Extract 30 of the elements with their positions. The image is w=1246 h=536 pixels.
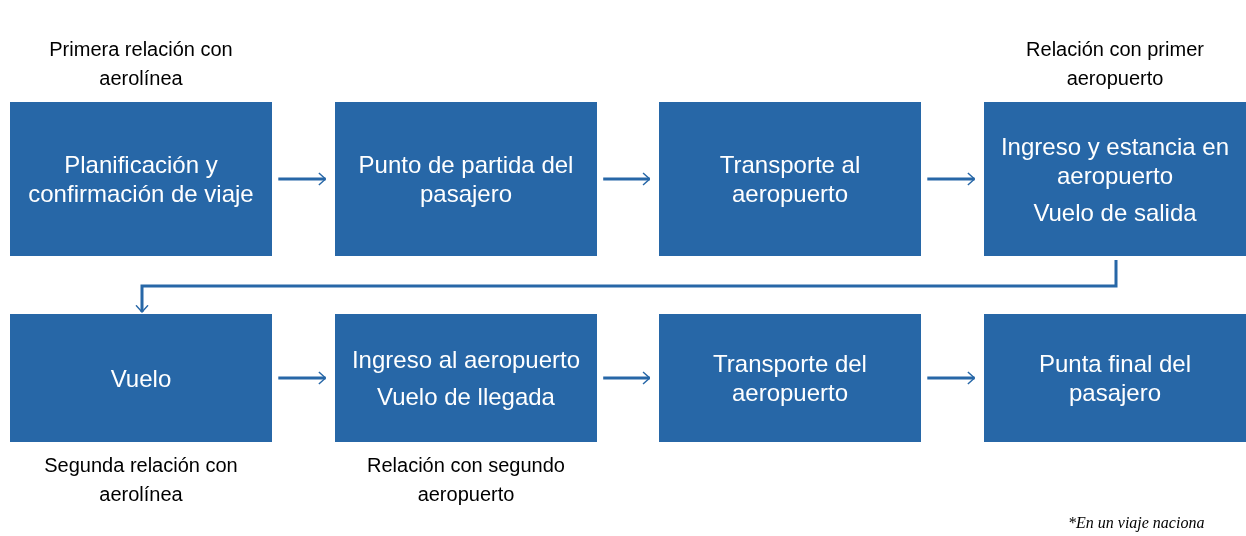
process-box bbox=[335, 314, 597, 442]
box-text: Transporte al aeropuerto bbox=[718, 150, 862, 208]
box-text: Vuelo de salida bbox=[1033, 197, 1197, 227]
annotation-text: Segunda relación con aerolínea bbox=[43, 453, 239, 507]
arrow bbox=[278, 371, 327, 385]
annotation-text: Relación con segundo aeropuerto bbox=[366, 453, 566, 507]
arrow bbox=[927, 371, 976, 385]
arrow bbox=[603, 371, 651, 385]
process-box bbox=[659, 314, 921, 442]
box-text: Punto de partida del pasajero bbox=[357, 150, 575, 208]
footnote: *En un viaje naciona bbox=[1068, 514, 1205, 532]
process-box bbox=[10, 102, 272, 256]
box-text: Ingreso al aeropuerto bbox=[351, 345, 581, 374]
arrow bbox=[278, 172, 327, 186]
box-text: Transporte del aeropuerto bbox=[712, 349, 868, 407]
arrow bbox=[927, 172, 976, 186]
annotation-text: Primera relación con aerolínea bbox=[48, 37, 234, 91]
box-text: Vuelo de llegada bbox=[377, 382, 555, 411]
process-box bbox=[984, 102, 1246, 256]
process-box bbox=[335, 102, 597, 256]
process-box bbox=[659, 102, 921, 256]
arrow bbox=[603, 172, 651, 186]
process-box bbox=[10, 314, 272, 442]
box-text: Ingreso y estancia en aeropuerto bbox=[999, 131, 1231, 190]
box-text: Planificación y confirmación de viaje bbox=[27, 150, 255, 208]
process-box bbox=[984, 314, 1246, 442]
annotation-text: Relación con primer aeropuerto bbox=[1025, 37, 1205, 91]
arrow bbox=[135, 260, 1118, 313]
box-text: Vuelo bbox=[110, 363, 172, 393]
box-text: Punta final del pasajero bbox=[1037, 349, 1193, 407]
